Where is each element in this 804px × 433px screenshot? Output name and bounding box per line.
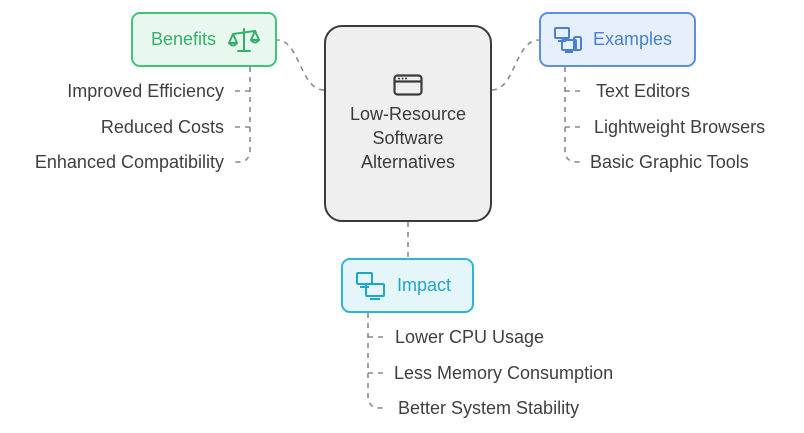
devices-icon: [553, 26, 583, 54]
impact-label: Impact: [397, 275, 452, 295]
benefit-item: Reduced Costs: [100, 117, 224, 137]
benefits-label: Benefits: [151, 29, 217, 49]
example-item: Lightweight Browsers: [594, 117, 766, 137]
benefits-node: Benefits: [131, 12, 277, 67]
benefit-item: Improved Efficiency: [67, 81, 224, 101]
center-title: Low-Resource Software Alternatives: [349, 103, 467, 172]
monitors-icon: [355, 271, 387, 301]
examples-label: Examples: [593, 29, 673, 49]
examples-node: Examples: [539, 12, 696, 67]
example-item: Text Editors: [596, 81, 691, 101]
browser-window-icon: [393, 73, 423, 96]
impact-item: Better System Stability: [398, 398, 580, 418]
benefit-item: Enhanced Compatibility: [34, 152, 224, 172]
balance-scale-icon: [228, 26, 261, 54]
center-node: Low-Resource Software Alternatives: [324, 25, 492, 222]
impact-item: Less Memory Consumption: [394, 363, 614, 383]
impact-item: Lower CPU Usage: [395, 327, 545, 347]
impact-node: Impact: [341, 258, 474, 313]
example-item: Basic Graphic Tools: [590, 152, 749, 172]
